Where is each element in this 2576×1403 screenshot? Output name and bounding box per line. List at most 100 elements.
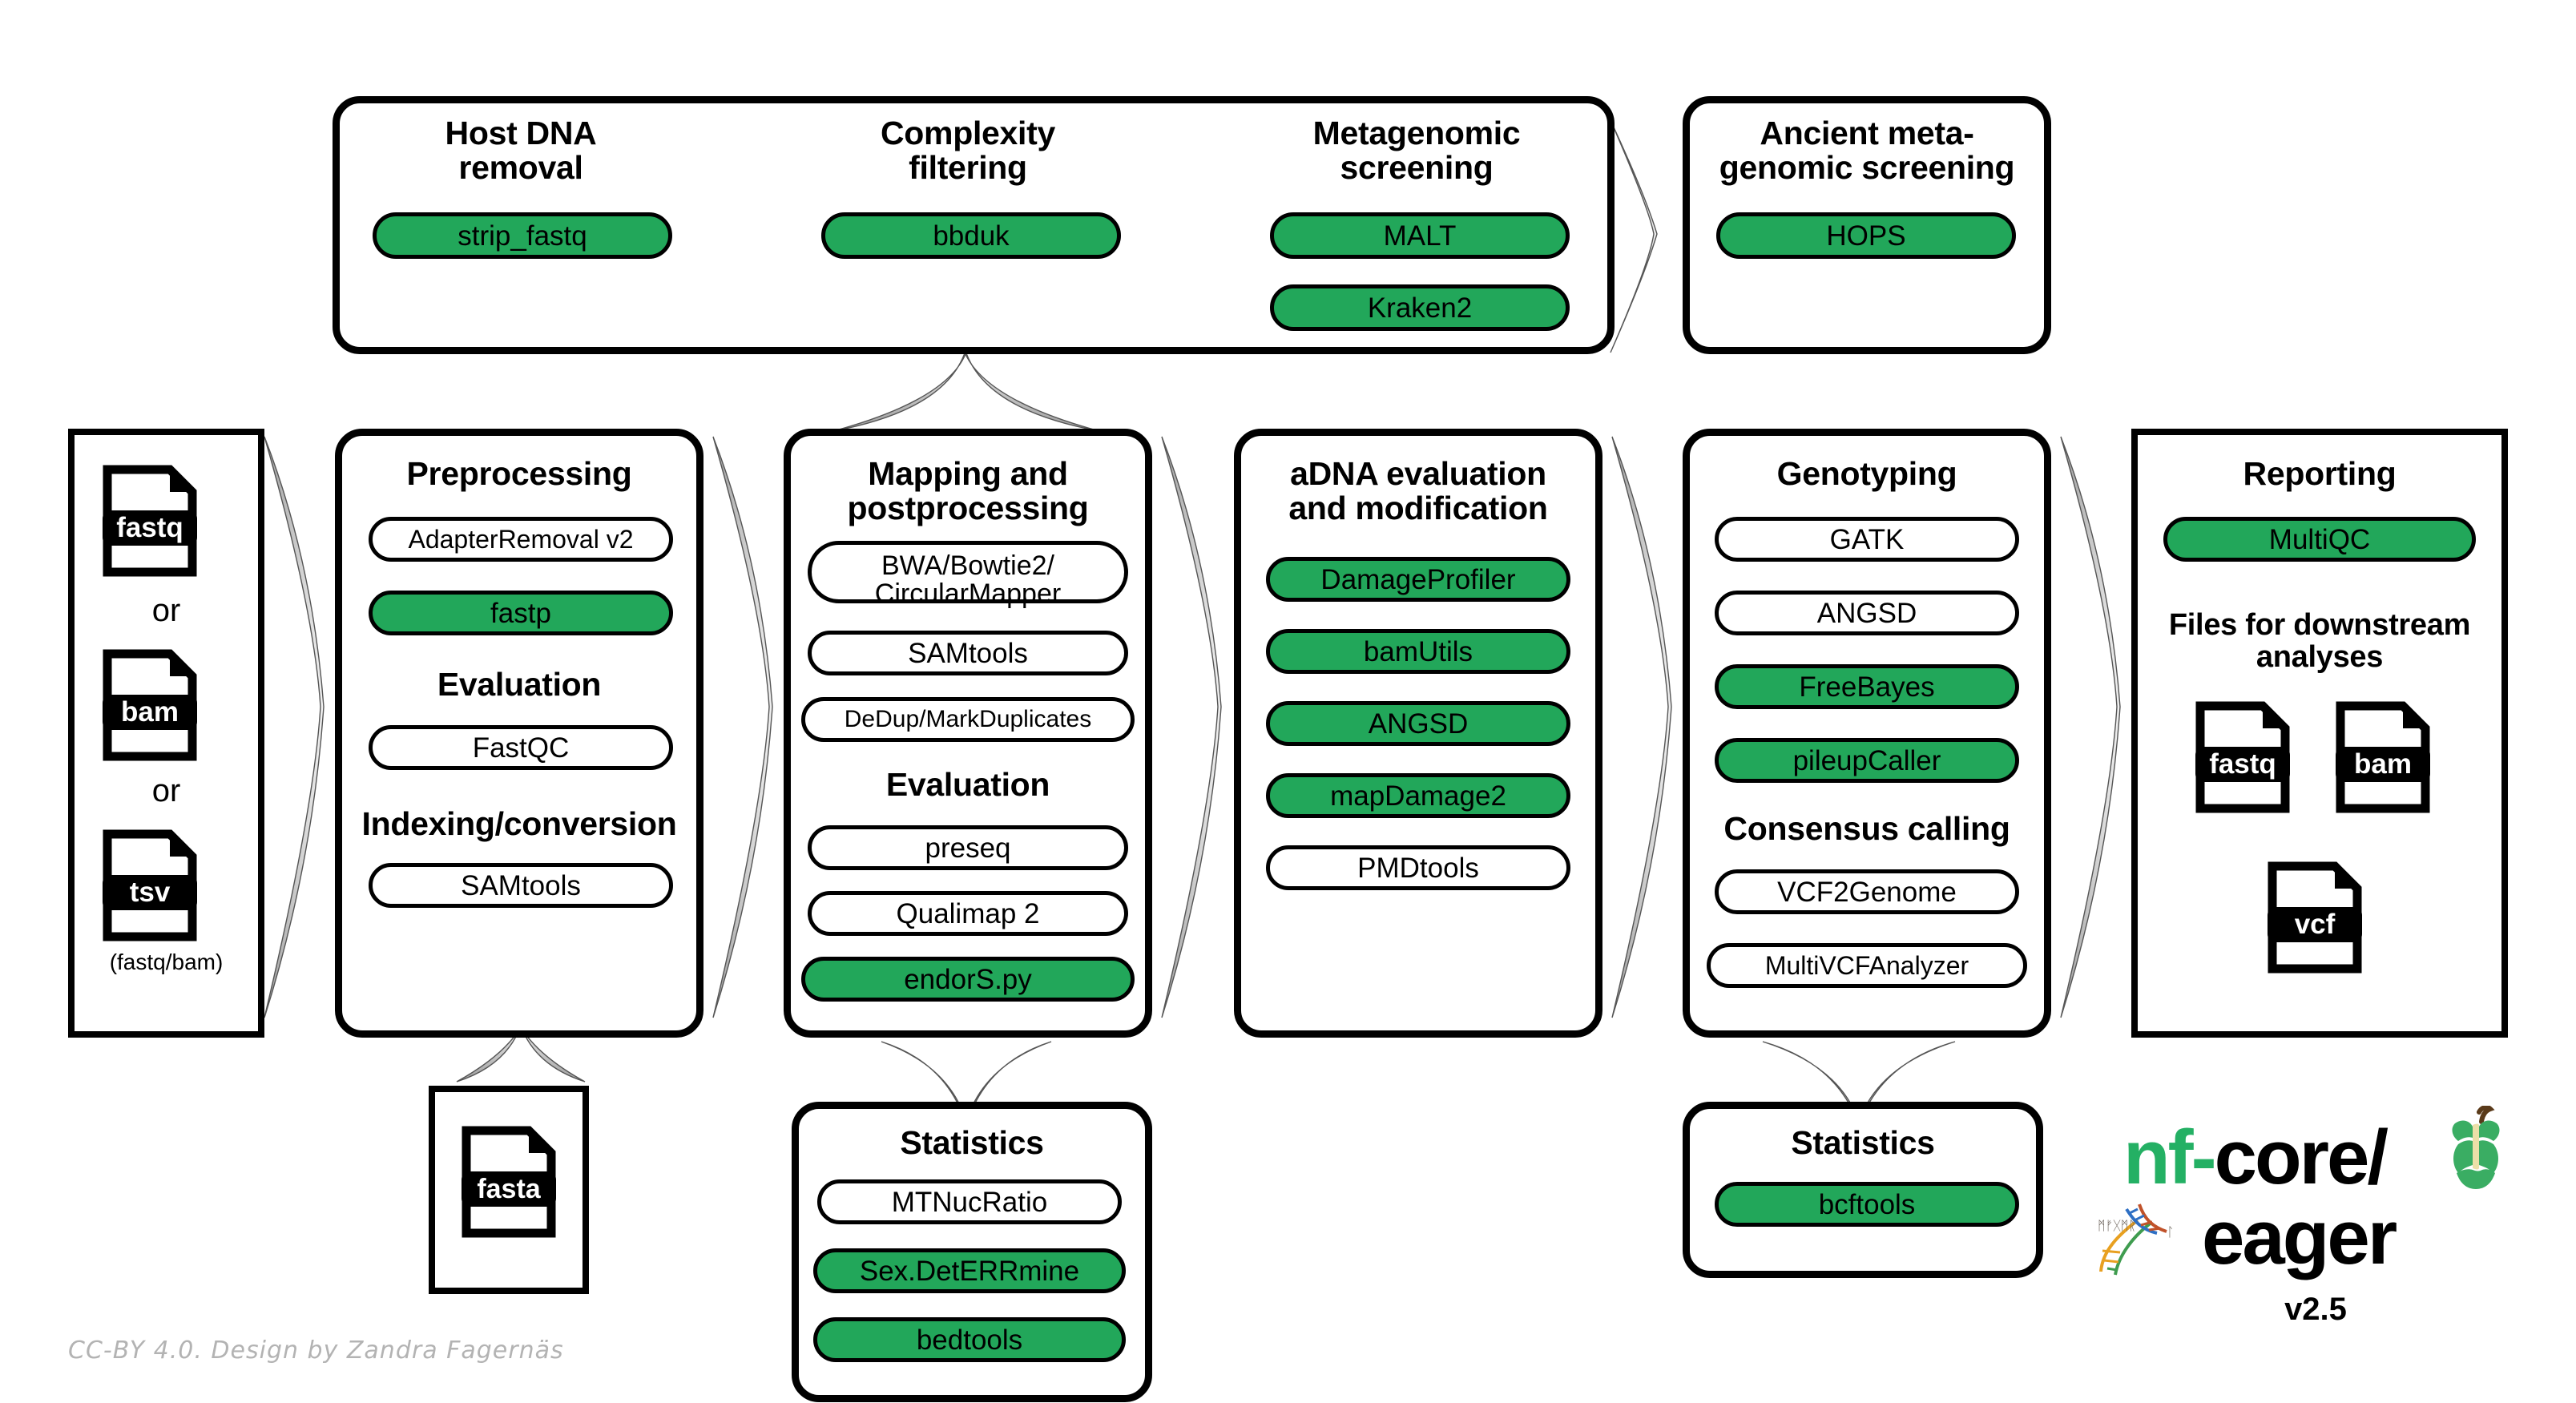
arrow-mapping-to-statistics [881,1041,1052,1127]
arrow-fasta-to-preprocessing [456,1023,586,1082]
svg-text:ᛚ: ᛚ [2167,1224,2175,1240]
ancient-screening-title-line1: Ancient meta- [1760,115,1974,151]
tool-sex-deterrmine[interactable]: Sex.DetERRmine [813,1248,1126,1293]
mapping-title-line1: Mapping and [868,455,1068,492]
apple-core-icon [2444,1104,2508,1198]
svg-text:fastq: fastq [2209,748,2276,780]
mapping-tool-line1: BWA/Bowtie2/ [881,550,1055,581]
downstream-title-line1: Files for downstream [2168,608,2471,642]
mapping-title: Mapping and postprocessing [784,455,1152,527]
bam-file-icon: bam [103,649,197,761]
mapping-evaluation-title: Evaluation [885,766,1050,803]
tool-vcf2genome[interactable]: VCF2Genome [1715,869,2019,914]
arrow-mapping-to-screening [832,349,1100,432]
tool-gatk[interactable]: GATK [1715,517,2019,562]
tool-angsd-genotyping[interactable]: ANGSD [1715,591,2019,635]
arrow-preprocessing-to-mapping [712,436,773,1018]
tool-pmdtools[interactable]: PMDtools [1266,845,1570,890]
tool-damageprofiler[interactable]: DamageProfiler [1266,557,1570,602]
bam-output-file-icon: bam [2336,701,2430,813]
metagenomic-screening-title-line1: Metagenomic [1312,115,1521,151]
credit-text: CC-BY 4.0. Design by Zandra Fagernäs [68,1336,564,1365]
host-dna-removal-title: Host DNA removal [369,115,673,187]
tool-strip-fastq[interactable]: strip_fastq [373,212,672,259]
ancient-screening-title: Ancient meta- genomic screening [1687,115,2047,187]
svg-text:vcf: vcf [2295,909,2336,940]
tool-bcftools[interactable]: bcftools [1715,1182,2019,1227]
svg-text:bam: bam [121,696,179,728]
tool-kraken2[interactable]: Kraken2 [1270,284,1570,331]
arrow-adna-to-genotyping [1611,436,1672,1018]
tool-multivcfanalyzer[interactable]: MultiVCFAnalyzer [1707,943,2027,988]
tool-bedtools[interactable]: bedtools [813,1317,1126,1362]
dna-helix-icon: ᛗᚠᚷᛗᚱ ᛚ [2091,1198,2187,1278]
arrow-genotyping-to-reporting [2060,436,2121,1018]
tool-mtnucratio[interactable]: MTNucRatio [817,1179,1122,1224]
preprocessing-indexing-title: Indexing/conversion [361,805,677,842]
tool-angsd-adna[interactable]: ANGSD [1266,701,1570,746]
input-or-label-1: or [151,593,181,628]
host-dna-removal-title-line2: removal [458,149,583,187]
svg-text:fasta: fasta [477,1174,541,1204]
svg-text:ᛗᚠᚷᛗᚱ: ᛗᚠᚷᛗᚱ [2098,1218,2136,1233]
tool-pileupcaller[interactable]: pileupCaller [1715,738,2019,783]
arrow-input-to-preprocessing [264,436,325,1018]
arrow-mapping-to-adna [1161,436,1222,1018]
tsv-file-icon: tsv [103,829,197,941]
genotyping-title: Genotyping [1776,455,1957,492]
tool-qualimap-2[interactable]: Qualimap 2 [808,891,1128,936]
tool-adapterremoval-v2[interactable]: AdapterRemoval v2 [369,517,673,562]
arrow-metagenomic-to-ancient [1610,119,1658,353]
tool-dedup-markduplicates[interactable]: DeDup/MarkDuplicates [801,697,1135,742]
nf-core-eager-logo: nf-core/ [2098,1104,2532,1346]
fastq-file-icon: fastq [103,465,197,577]
input-or-label-2: or [151,773,181,808]
tool-freebayes[interactable]: FreeBayes [1715,664,2019,709]
tool-samtools-mapping[interactable]: SAMtools [808,631,1128,675]
vcf-output-file-icon: vcf [2268,861,2362,974]
reporting-title: Reporting [2243,455,2397,492]
metagenomic-screening-title: Metagenomic screening [1264,115,1569,187]
fasta-file-icon: fasta [462,1126,556,1238]
logo-eager-text: eager [2202,1195,2397,1280]
preprocessing-title: Preprocessing [406,455,632,492]
metagenomic-screening-title-line2: screening [1340,149,1494,187]
downstream-title-line2: analyses [2256,640,2384,675]
tool-preseq[interactable]: preseq [808,825,1128,870]
tool-mapdamage2[interactable]: mapDamage2 [1266,773,1570,818]
mapping-title-line2: postprocessing [847,490,1089,527]
tool-bamutils[interactable]: bamUtils [1266,629,1570,674]
ancient-screening-title-line2: genomic screening [1719,149,2015,187]
input-files-note: (fastq/bam) [109,949,224,974]
complexity-filtering-title: Complexity filtering [816,115,1120,187]
fastq-output-file-icon: fastq [2195,701,2290,813]
adna-title-line1: aDNA evaluation [1290,455,1546,492]
tool-fastqc[interactable]: FastQC [369,725,673,770]
logo-nf-text: nf- [2123,1115,2217,1200]
tool-endors-py[interactable]: endorS.py [801,957,1135,1002]
adna-title: aDNA evaluation and modification [1234,455,1602,527]
mapping-tool-line2: CircularMapper [874,579,1062,610]
arrow-genotyping-to-statistics [1762,1041,1956,1127]
statistics-mapping-title: Statistics [900,1124,1044,1161]
tool-samtools-preprocessing[interactable]: SAMtools [369,863,673,908]
adna-title-line2: and modification [1288,490,1548,527]
complexity-filtering-title-line2: filtering [909,149,1027,187]
host-dna-removal-title-line1: Host DNA [445,115,597,151]
logo-version: v2.5 [2284,1292,2347,1327]
complexity-filtering-title-line1: Complexity [881,115,1055,151]
logo-core-text: core/ [2214,1115,2389,1200]
svg-text:bam: bam [2354,748,2412,780]
consensus-calling-title: Consensus calling [1723,810,2010,847]
tool-fastp[interactable]: fastp [369,591,673,635]
tool-bwa-bowtie2-circularmapper[interactable]: BWA/Bowtie2/ CircularMapper [808,541,1128,608]
svg-text:tsv: tsv [130,877,171,908]
tool-hops[interactable]: HOPS [1716,212,2016,259]
preprocessing-evaluation-title: Evaluation [437,666,602,703]
tool-multiqc[interactable]: MultiQC [2163,517,2476,562]
downstream-files-title: Files for downstream analyses [2131,609,2508,674]
tool-bbduk[interactable]: bbduk [821,212,1121,259]
tool-malt[interactable]: MALT [1270,212,1570,259]
